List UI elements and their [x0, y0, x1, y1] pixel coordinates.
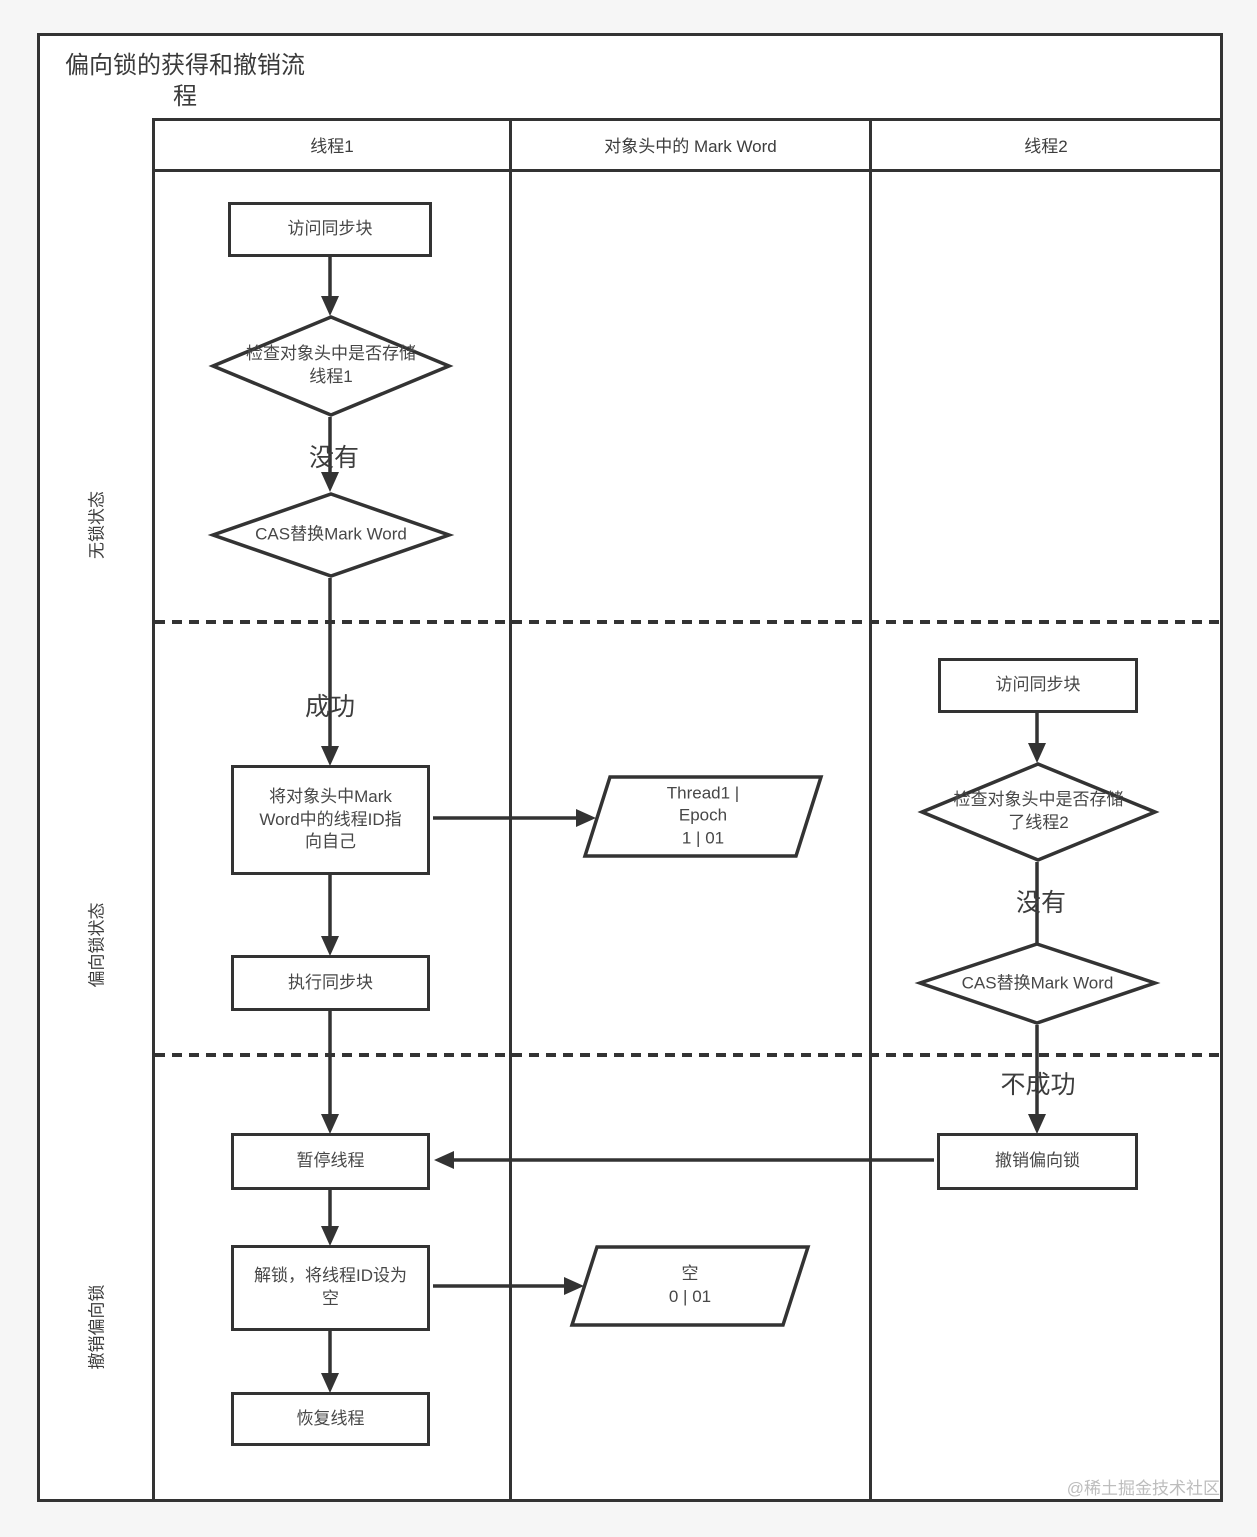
diagram-title: 偏向锁的获得和撤销流程	[65, 52, 305, 111]
lane-divider-2	[155, 1053, 1221, 1057]
table-top-line	[152, 118, 1223, 121]
node-label: 空 0 | 01	[669, 1263, 711, 1309]
node-label: 恢复线程	[296, 1408, 365, 1428]
node-label: 检查对象头中是否存储线程1	[246, 344, 416, 386]
column-divider-2	[869, 118, 872, 1500]
node-t1-cas-replace-markword: CAS替换Mark Word	[207, 492, 455, 578]
markword-value-line2: 1 | 01	[681, 828, 725, 848]
header-bottom-line	[152, 169, 1223, 172]
node-t2-cas-replace-markword: CAS替换Mark Word	[914, 942, 1161, 1025]
node-label: CAS替换Mark Word	[961, 973, 1114, 993]
node-label: Thread1 | Epoch 1 | 01	[643, 782, 763, 851]
column-header-thread2: 线程2	[1024, 136, 1068, 156]
node-t1-pause-thread: 暂停线程	[231, 1133, 430, 1190]
node-t1-set-thread-id: 将对象头中Mark Word中的线程ID指向自己	[231, 765, 430, 875]
node-label: 解锁，将线程ID设为空	[254, 1266, 407, 1308]
node-t1-unlock-clear-thread-id: 解锁，将线程ID设为空	[231, 1245, 430, 1331]
watermark: @稀土掘金技术社区	[1066, 1479, 1220, 1498]
markword-value-line1: Thread1 | Epoch	[666, 783, 740, 826]
edge-label-t2-no: 没有	[1015, 889, 1067, 917]
node-label: 撤销偏向锁	[995, 1151, 1080, 1171]
column-header-markword: 对象头中的 Mark Word	[604, 136, 777, 156]
column-header-thread1: 线程1	[310, 136, 354, 156]
table-left-line	[152, 118, 155, 1500]
lane-divider-1	[155, 620, 1221, 624]
node-label: 将对象头中Mark Word中的线程ID指向自己	[259, 786, 402, 852]
column-divider-1	[509, 118, 512, 1500]
edge-label-t1-success: 成功	[304, 693, 356, 721]
node-t2-check-header-decision: 检查对象头中是否存储了线程2	[917, 762, 1160, 862]
node-label: 检查对象头中是否存储了线程2	[953, 790, 1124, 832]
edge-label-t2-fail: 不成功	[1000, 1071, 1076, 1099]
node-markword-biased-thread1: Thread1 | Epoch 1 | 01	[582, 775, 824, 858]
node-label: 访问同步块	[287, 219, 373, 239]
node-t1-resume-thread: 恢复线程	[231, 1392, 430, 1446]
node-t1-access-sync-block: 访问同步块	[228, 202, 432, 257]
node-t1-execute-sync-block: 执行同步块	[231, 955, 430, 1011]
node-t1-check-header-decision: 检查对象头中是否存储线程1	[208, 315, 454, 417]
edge-label-t1-no: 没有	[308, 444, 360, 472]
markword-value-line2: 0 | 01	[668, 1287, 712, 1306]
node-markword-empty: 空 0 | 01	[569, 1245, 811, 1327]
markword-value-line1: 空	[681, 1264, 699, 1284]
node-label: 执行同步块	[288, 972, 373, 992]
node-label: CAS替换Mark Word	[255, 524, 407, 544]
node-label: 暂停线程	[296, 1151, 365, 1171]
node-label: 访问同步块	[995, 675, 1081, 695]
node-t2-access-sync-block: 访问同步块	[938, 658, 1138, 713]
node-t2-revoke-biased-lock: 撤销偏向锁	[937, 1133, 1138, 1190]
